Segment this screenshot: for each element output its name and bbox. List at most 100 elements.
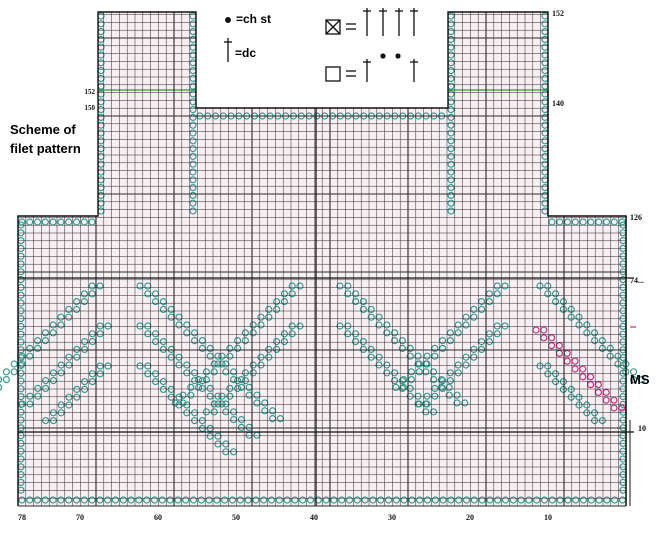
filled-mesh-cell [352, 290, 360, 298]
filled-mesh-cell [377, 496, 385, 504]
filled-mesh-cell [431, 352, 439, 360]
filled-mesh-cell [423, 496, 432, 504]
filled-mesh-cell [540, 496, 549, 504]
filled-mesh-cell [104, 496, 112, 504]
legend [224, 8, 418, 82]
x-tick-label: 50 [232, 513, 240, 522]
filled-mesh-cell [454, 321, 462, 329]
filled-mesh-cell [18, 400, 26, 408]
filled-mesh-cell [375, 353, 383, 361]
filled-mesh-cell [26, 352, 34, 360]
filled-mesh-cell [422, 408, 430, 416]
filled-mesh-cell [88, 370, 97, 378]
filled-mesh-cell [359, 305, 367, 313]
filled-mesh-cell [587, 496, 595, 504]
filled-block-symbol-icon [325, 8, 418, 36]
filled-mesh-cell [431, 392, 439, 400]
filled-mesh-cell [400, 383, 408, 391]
filled-mesh-cell [202, 376, 210, 384]
filled-mesh-cell [493, 330, 501, 338]
filled-mesh-cell [280, 298, 288, 306]
filled-mesh-cell [189, 145, 197, 153]
filled-mesh-cell [446, 329, 454, 337]
filled-mesh-cell [470, 496, 478, 504]
filled-mesh-cell [236, 496, 244, 504]
filled-mesh-cell [26, 496, 34, 504]
filled-mesh-cell [352, 298, 360, 306]
filled-mesh-cell [65, 313, 73, 321]
row-label-126: 126 [630, 213, 642, 222]
filled-mesh-cell [391, 369, 399, 377]
filled-mesh-cell [447, 184, 455, 192]
filled-mesh-cell [273, 305, 281, 313]
filled-mesh-cell [265, 345, 273, 353]
ch-st-dot-icon [225, 17, 231, 23]
filled-mesh-cell [470, 345, 478, 353]
filled-mesh-cell [400, 376, 408, 384]
filled-mesh-cell [241, 337, 249, 345]
filled-mesh-cell [590, 409, 599, 417]
filled-mesh-cell [57, 369, 65, 377]
filled-mesh-cell [583, 321, 591, 329]
filled-mesh-cell [462, 361, 470, 369]
filled-mesh-cell [65, 496, 73, 504]
filled-mesh-cell [57, 313, 65, 321]
filled-mesh-cell [57, 321, 65, 329]
filled-mesh-cell [73, 353, 81, 361]
filled-mesh-cell [18, 352, 26, 360]
filled-mesh-cell [111, 496, 120, 504]
filled-mesh-cell [437, 376, 445, 384]
filled-mesh-cell [336, 322, 344, 330]
filled-mesh-cell [478, 305, 486, 313]
filled-mesh-cell [415, 400, 423, 408]
filled-mesh-cell [288, 330, 296, 338]
filled-mesh-cell [73, 393, 81, 401]
filled-mesh-cell [88, 282, 96, 290]
filled-mesh-cell [430, 368, 438, 376]
filled-mesh-cell [583, 329, 591, 337]
filled-mesh-cell [575, 393, 583, 401]
filled-mesh-cell [197, 496, 205, 504]
filled-mesh-cell [280, 290, 288, 298]
filled-mesh-cell [88, 378, 97, 386]
filled-mesh-cell [280, 338, 288, 346]
filled-mesh-cell [603, 496, 611, 504]
filled-mesh-cell [447, 121, 455, 129]
filled-mesh-cell [398, 337, 406, 345]
filled-mesh-cell [41, 417, 50, 425]
filled-mesh-cell [369, 496, 377, 504]
filled-mesh-cell [353, 496, 361, 504]
filled-mesh-cell [158, 496, 166, 504]
filled-mesh-cell [478, 298, 486, 306]
filled-mesh-cell [189, 168, 197, 176]
filled-mesh-cell [611, 496, 619, 504]
filled-mesh-cell [344, 282, 352, 290]
x-tick-label: 20 [466, 513, 474, 522]
row-label-74: 74... [630, 276, 644, 285]
filled-mesh-cell [33, 496, 42, 504]
filled-mesh-cell [0, 384, 3, 391]
legend-dc-label: =dc [235, 46, 257, 60]
filled-mesh-cell [296, 282, 304, 290]
filled-mesh-cell [257, 321, 265, 329]
filled-mesh-cell [462, 353, 470, 361]
filled-mesh-cell [367, 345, 375, 353]
filled-mesh-cell [57, 361, 65, 369]
filled-mesh-cell [548, 496, 556, 504]
filled-mesh-cell [383, 321, 391, 329]
filled-mesh-cell [280, 330, 288, 338]
filled-mesh-cell [447, 207, 455, 215]
filled-mesh-cell [2, 376, 11, 384]
filled-mesh-cell [218, 352, 226, 360]
filled-mesh-cell [559, 385, 568, 393]
filled-mesh-cell [205, 496, 213, 504]
row-label-10: 10 [638, 424, 646, 433]
x-tick-label: 40 [310, 513, 318, 522]
filled-mesh-cell [241, 329, 249, 337]
filled-mesh-cell [533, 496, 541, 504]
filled-mesh-cell [383, 361, 391, 369]
filled-mesh-cell [26, 344, 34, 352]
filled-mesh-cell [88, 330, 97, 338]
filled-mesh-cell [49, 321, 57, 329]
filled-mesh-cell [536, 362, 544, 370]
